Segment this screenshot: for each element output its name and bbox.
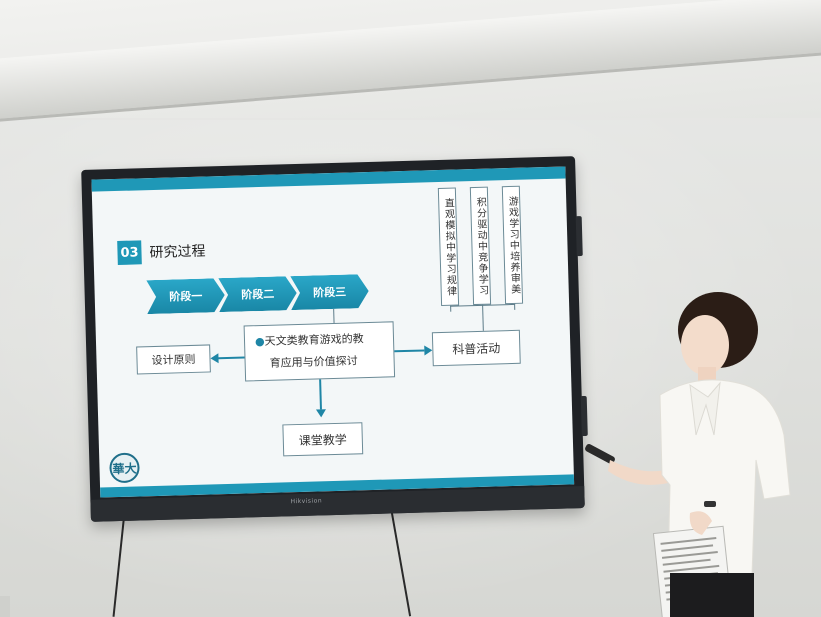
- presenter-skirt: [670, 573, 754, 617]
- slide-top-band: [91, 166, 566, 192]
- popular-science-box: 科普活动: [431, 329, 521, 367]
- slide-title: 研究过程: [149, 243, 206, 262]
- design-principles-box: 设计原则: [136, 344, 211, 375]
- column-stem: [482, 304, 484, 331]
- column-3: 游戏学习中培养审美: [501, 185, 524, 305]
- center-topic-line2: 育应用与价值探讨: [269, 354, 358, 370]
- monitor-brand: Hikvision: [290, 497, 323, 506]
- column-stem: [450, 305, 452, 312]
- presenter-face: [681, 315, 729, 375]
- wall-outlet: [0, 596, 10, 617]
- stage-1: 阶段一: [146, 278, 225, 314]
- presenter-neck: [698, 367, 716, 383]
- arrow-head-left-icon: [210, 353, 219, 364]
- presenter-arm: [608, 460, 668, 485]
- presentation-slide: 03 研究过程 阶段一 阶段二 阶段三 ●天文类教育游戏的教 育应用与价值探讨 …: [91, 166, 575, 498]
- column-stem: [514, 303, 516, 310]
- connector-line: [333, 308, 335, 323]
- bracelet: [704, 501, 716, 507]
- presenter-hand: [689, 511, 712, 535]
- column-2: 积分驱动中竞争学习: [469, 186, 492, 306]
- center-topic-line1: ●天文类教育游戏的教: [254, 332, 364, 349]
- arrow-head-right-icon: [424, 345, 433, 356]
- university-logo: 華大: [109, 452, 140, 484]
- display-monitor: 03 研究过程 阶段一 阶段二 阶段三 ●天文类教育游戏的教 育应用与价值探讨 …: [81, 156, 588, 522]
- column-1: 直观模拟中学习规律: [437, 187, 460, 306]
- arrow-to-left: [218, 356, 245, 360]
- stage-2: 阶段二: [218, 276, 297, 312]
- classroom-teaching-box: 课堂教学: [282, 422, 364, 457]
- arrow-to-right: [394, 349, 425, 353]
- monitor-side-port: [575, 216, 583, 257]
- presenter-bow: [689, 381, 721, 436]
- bullet-icon: ●: [254, 334, 265, 349]
- remote-clicker: [585, 444, 615, 464]
- arrow-down: [319, 379, 322, 410]
- arrow-head-down-icon: [315, 409, 327, 418]
- presenter: [585, 292, 791, 617]
- section-number: 03: [117, 240, 142, 265]
- stage-3: 阶段三: [290, 274, 369, 310]
- center-topic-box: ●天文类教育游戏的教 育应用与价值探讨: [243, 321, 396, 382]
